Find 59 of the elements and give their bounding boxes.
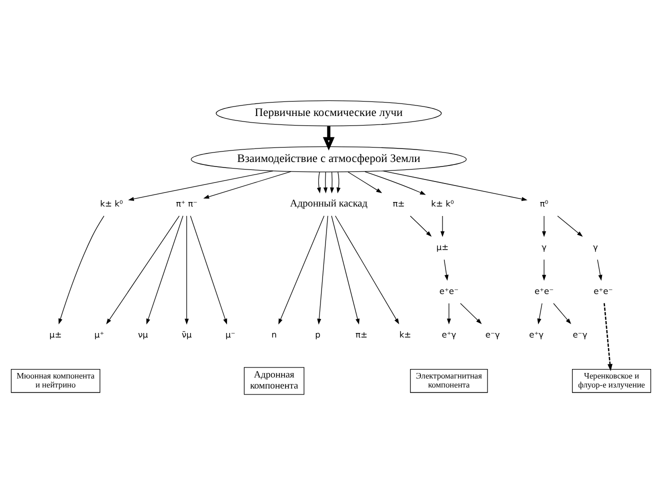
node-text: μ±: [436, 242, 449, 252]
arrow: [542, 215, 546, 236]
arrow: [322, 126, 335, 150]
node-text: μ±: [49, 328, 62, 339]
arrow: [323, 171, 328, 193]
node-text: μ⁺: [94, 328, 104, 339]
node-text: p: [315, 328, 320, 339]
arrow: [383, 170, 528, 201]
arrow: [335, 215, 400, 324]
arrow: [316, 171, 321, 193]
node-text: k±: [399, 328, 412, 339]
node-text: k± k⁰: [100, 198, 123, 208]
node-text: γ: [593, 242, 598, 252]
node-text: γ: [542, 242, 547, 252]
node-text: νμ: [138, 328, 148, 339]
node-text: ν̄μ: [182, 328, 192, 339]
arrow: [106, 215, 180, 324]
arrow: [557, 215, 583, 236]
arrow: [364, 170, 426, 194]
node-text: π±: [356, 328, 368, 339]
node-ellipse: Первичные космические лучи: [216, 100, 442, 126]
arrow: [146, 215, 184, 324]
node-box: Адронная компонента: [244, 366, 304, 394]
arrow: [128, 170, 274, 200]
node-text: e⁺γ: [529, 328, 544, 339]
node-text: e⁺e⁻: [534, 285, 554, 296]
arrow: [278, 215, 324, 324]
node-text: π⁰: [540, 198, 548, 208]
arrow: [410, 215, 432, 236]
node-text: e⁺γ: [442, 328, 456, 339]
node-text: k± k⁰: [431, 198, 454, 208]
node-text: e⁺e⁻: [594, 285, 613, 296]
node-text: μ⁻: [226, 328, 236, 339]
arrow: [537, 302, 542, 324]
node-ellipse: Взаимодействие с атмосферой Земли: [190, 146, 467, 172]
arrow: [317, 215, 328, 324]
node-text: n: [271, 328, 277, 339]
arrow: [190, 215, 228, 324]
arrow: [336, 171, 341, 193]
node-text: π±: [392, 198, 405, 208]
node-text: π⁺ π⁻: [176, 198, 198, 208]
arrow: [440, 215, 445, 236]
node-text: e⁻γ: [485, 328, 500, 339]
arrow: [330, 171, 334, 193]
arrow: [331, 215, 360, 324]
arrow: [203, 170, 292, 198]
arrow: [597, 258, 602, 280]
arrow: [58, 215, 104, 324]
node-text: e⁺e⁻: [439, 285, 458, 296]
arrow: [604, 302, 612, 371]
node-text: Адронный каскад: [290, 198, 368, 210]
arrow: [542, 258, 546, 280]
arrow: [553, 302, 572, 324]
arrow: [460, 302, 482, 324]
arrow: [184, 215, 189, 324]
arrow: [446, 302, 451, 324]
arrow: [444, 258, 449, 280]
arrow: [348, 171, 382, 193]
node-text: e⁻γ: [572, 328, 588, 339]
